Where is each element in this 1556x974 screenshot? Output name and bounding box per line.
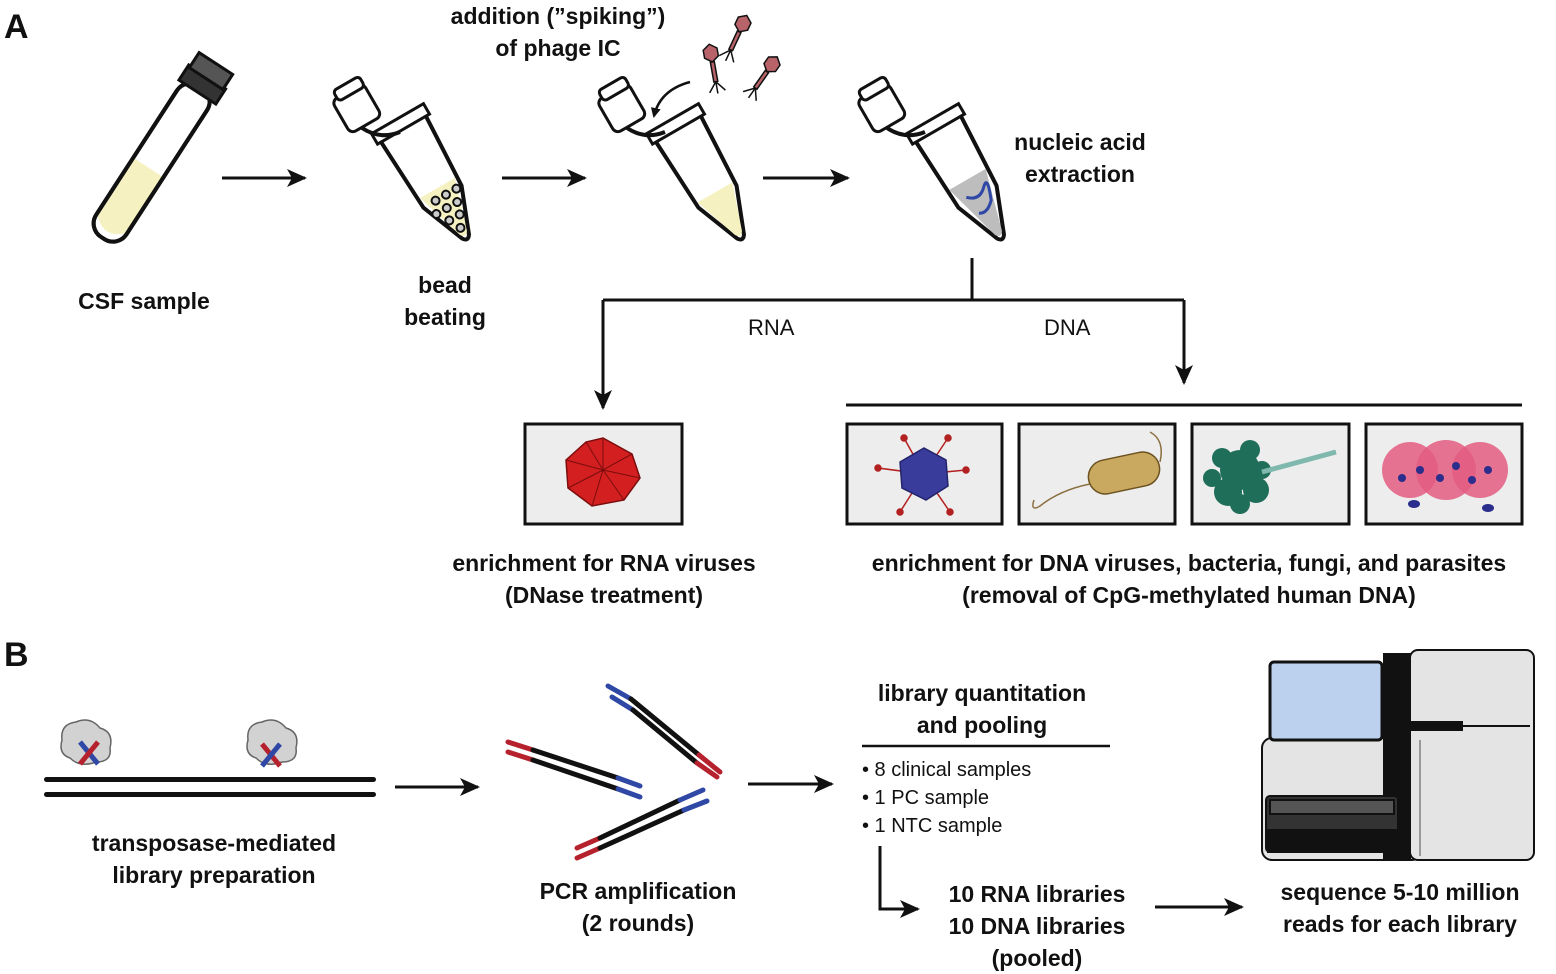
phage-tube-icon [597, 75, 746, 242]
csf-tube-icon [91, 50, 235, 244]
libs-line-3: (pooled) [991, 945, 1083, 971]
pcr-line-1: PCR amplification [539, 878, 737, 904]
spiking-line-1: addition (”spiking”) [450, 3, 666, 29]
dna-virus-box [845, 422, 1004, 526]
quant-line-1: library quantitation [877, 680, 1087, 706]
csf-sample-label: CSF sample [78, 288, 210, 314]
seq-line-1: sequence 5-10 million [1280, 879, 1520, 905]
bacterium-icon [1032, 431, 1162, 509]
transposase-icon [44, 719, 376, 797]
transposase-line-1: transposase-mediated [91, 830, 337, 856]
dna-enrich-line-1: enrichment for DNA viruses, bacteria, fu… [871, 550, 1507, 576]
fungus-box [1190, 422, 1351, 526]
extraction-line-1: nucleic acid [1014, 129, 1146, 155]
bead-beating-label: bead beating [380, 269, 510, 333]
libs-line-2: 10 DNA libraries [948, 913, 1126, 939]
fungus-icon [1203, 440, 1337, 514]
spiking-label: addition (”spiking”) of phage IC [420, 0, 696, 64]
dna-enrich-line-2: (removal of CpG-methylated human DNA) [962, 582, 1416, 608]
panel-b-label: B [4, 636, 29, 674]
libraries-label: 10 RNA libraries 10 DNA libraries (poole… [922, 878, 1152, 974]
parasite-box [1364, 422, 1524, 526]
rna-enrichment-label: enrichment for RNA viruses (DNase treatm… [424, 547, 784, 611]
dna-enrichment-label: enrichment for DNA viruses, bacteria, fu… [818, 547, 1556, 611]
branch-connector [594, 258, 1522, 410]
dna-branch-label: DNA [1044, 315, 1091, 340]
bead-line-1: bead [418, 272, 472, 298]
sequencer-icon [1261, 649, 1535, 861]
seq-line-2: reads for each library [1283, 911, 1517, 937]
spiking-line-2: of phage IC [495, 35, 621, 61]
bead-tube-icon [332, 75, 471, 242]
rna-enrich-line-1: enrichment for RNA viruses [452, 550, 756, 576]
rna-virus-icon [565, 437, 641, 507]
sample-list: • 8 clinical samples • 1 PC sample • 1 N… [862, 756, 1031, 840]
panel-a-label: A [4, 8, 29, 46]
libs-line-1: 10 RNA libraries [948, 881, 1126, 907]
bacterium-box [1017, 422, 1177, 526]
pcr-line-2: (2 rounds) [581, 910, 695, 936]
transposase-line-2: library preparation [112, 862, 316, 888]
extraction-label: nucleic acid extraction [990, 126, 1170, 190]
extraction-tube-icon [857, 75, 1006, 242]
quantitation-label: library quantitation and pooling [852, 677, 1112, 741]
pooling-arrow [878, 846, 920, 918]
bead-line-2: beating [404, 304, 486, 330]
sample-list-item: • 8 clinical samples [862, 759, 1032, 781]
sample-list-item: • 1 NTC sample [862, 815, 1003, 837]
phage-icon [702, 14, 781, 101]
quant-line-2: and pooling [916, 712, 1048, 738]
transposase-label: transposase-mediated library preparation [64, 827, 364, 891]
dna-virus-icon [874, 434, 970, 516]
rna-enrich-line-2: (DNase treatment) [504, 582, 704, 608]
sample-list-item: • 1 PC sample [862, 787, 990, 809]
parasite-icon [1382, 440, 1508, 512]
pcr-product-icon [505, 683, 723, 861]
extraction-line-2: extraction [1025, 161, 1135, 187]
rna-branch-label: RNA [748, 315, 795, 340]
rna-virus-box [523, 422, 684, 526]
sequencing-label: sequence 5-10 million reads for each lib… [1250, 876, 1550, 940]
pcr-label: PCR amplification (2 rounds) [508, 875, 768, 939]
